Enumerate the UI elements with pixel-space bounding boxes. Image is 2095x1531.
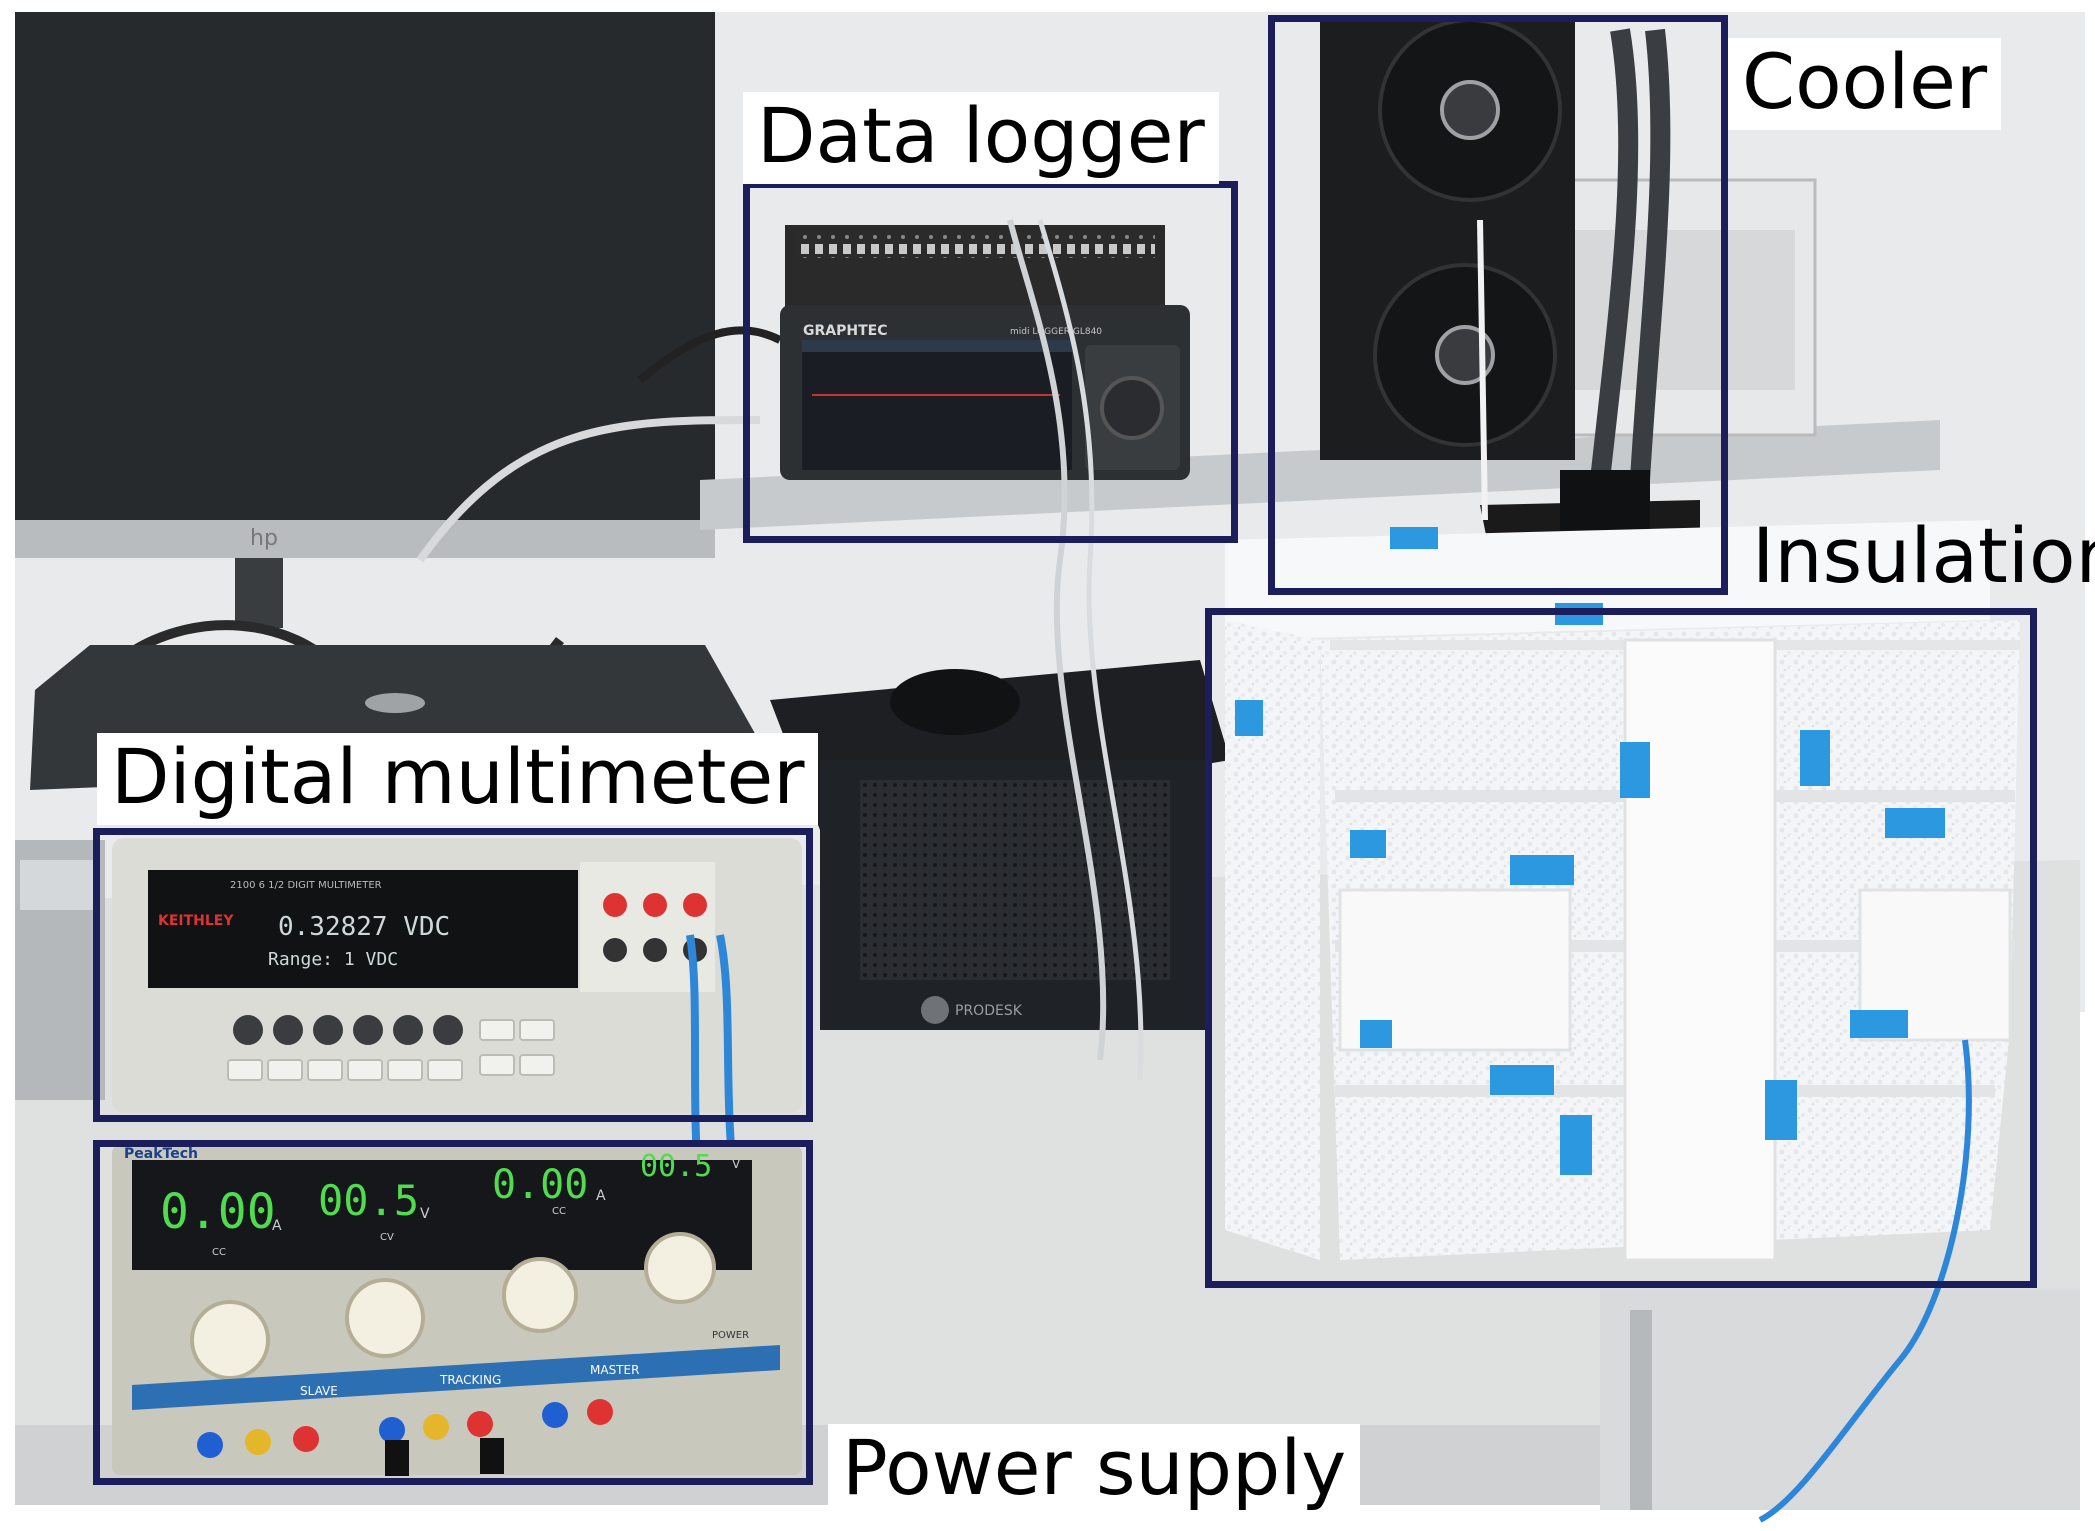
svg-text:POWER: POWER [712,1330,749,1341]
svg-text:00.5: 00.5 [640,1149,712,1184]
svg-text:SLAVE: SLAVE [300,1384,338,1398]
svg-text:00.5: 00.5 [318,1176,419,1225]
cooler-frame [1268,15,1728,595]
cooler-label: Cooler [1728,38,2002,130]
svg-text:MASTER: MASTER [590,1363,639,1377]
svg-text:CC: CC [552,1206,566,1217]
svg-text:A: A [596,1188,606,1204]
cooler-device [1320,18,1817,585]
svg-text:A: A [272,1218,282,1234]
power-supply-label: Power supply [828,1424,1361,1516]
insulation-foam [1225,520,2020,1523]
svg-text:0.00: 0.00 [160,1184,276,1240]
svg-text:2100 6 1/2 DIGIT MULTIMETER: 2100 6 1/2 DIGIT MULTIMETER [230,880,382,891]
svg-text:Range: 1 VDC: Range: 1 VDC [268,949,398,970]
data-logger-device: GRAPHTEC midi LOGGER GL840 [780,219,1190,1081]
insulation-label: Insulation [1752,511,2095,600]
svg-text:V: V [420,1206,430,1222]
data-logger-label: Data logger [743,92,1219,184]
svg-text:V: V [732,1157,741,1171]
svg-text:0.00: 0.00 [492,1162,588,1208]
power-supply-frame [93,1140,813,1485]
svg-text:midi LOGGER GL840: midi LOGGER GL840 [1010,327,1102,337]
insulation-frame [1205,608,2037,1288]
svg-text:KEITHLEY: KEITHLEY [158,913,234,929]
power-supply-device: 0.00 A CC 00.5 V CV 0.00 A CC 00.5 V Pea… [112,1145,802,1476]
monitor [15,12,715,557]
svg-text:TRACKING: TRACKING [439,1373,501,1387]
digital-multimeter-label: Digital multimeter [97,733,819,825]
mouse [890,669,1020,735]
shelf [700,420,1940,530]
svg-text:PeakTech: PeakTech [124,1146,198,1162]
svg-text:GRAPHTEC: GRAPHTEC [803,323,887,339]
svg-text:PRODESK: PRODESK [955,1003,1023,1019]
svg-text:0.32827 VDC: 0.32827 VDC [278,912,450,942]
svg-text:CV: CV [380,1232,394,1243]
multimeter-device: KEITHLEY 2100 6 1/2 DIGIT MULTIMETER 0.3… [112,838,802,1221]
data-logger-frame [743,181,1238,543]
svg-text:CC: CC [212,1247,226,1258]
svg-text:hp: hp [250,526,278,551]
digital-multimeter-frame [93,828,813,1122]
